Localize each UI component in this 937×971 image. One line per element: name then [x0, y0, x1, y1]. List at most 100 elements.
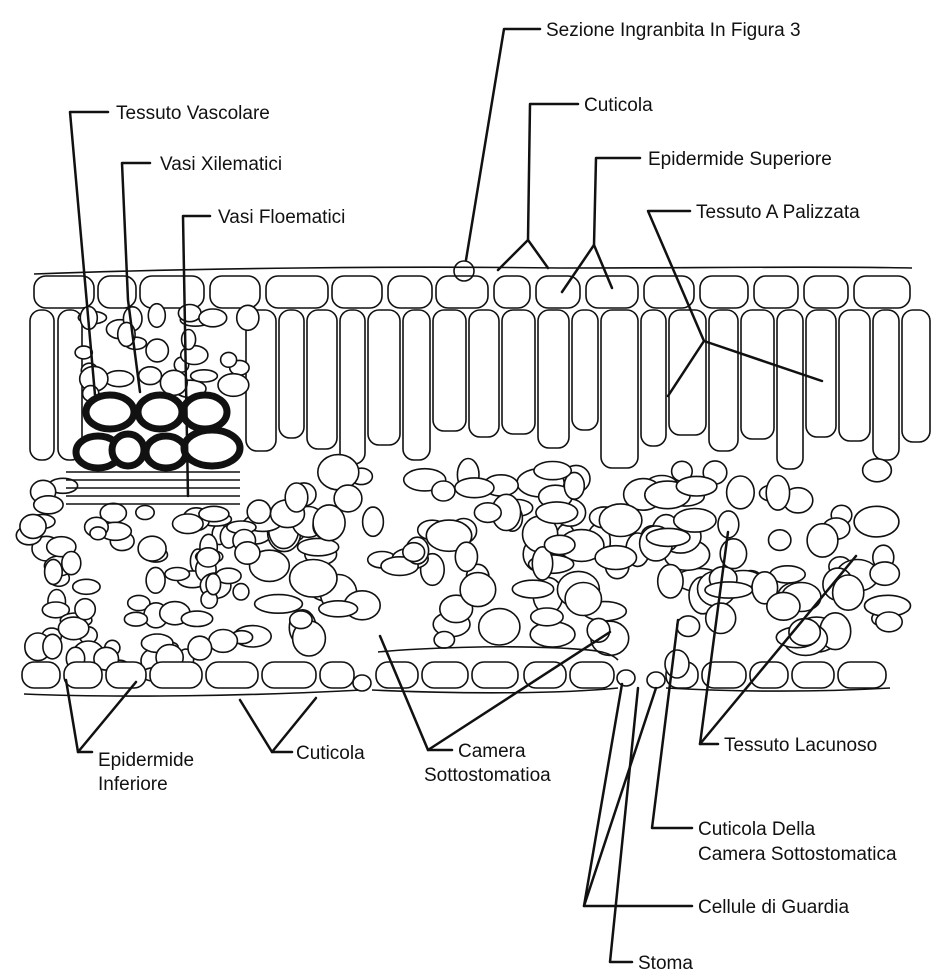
label-epidermide-inferiore-2: Inferiore	[98, 774, 168, 795]
spongy-cell	[247, 500, 270, 523]
spongy-cell	[34, 496, 63, 514]
spongy-cell	[512, 580, 553, 598]
label-tessuto-vascolare: Tessuto Vascolare	[116, 103, 270, 124]
lower-epidermis-cell	[206, 662, 258, 688]
vascular-cell	[62, 552, 81, 575]
vascular-cell	[75, 599, 95, 620]
label-camera-1: Camera	[458, 741, 526, 762]
spongy-cell	[455, 478, 494, 498]
vascular-cell	[146, 339, 168, 362]
epidermis-cell	[98, 276, 136, 308]
epidermis-cell	[210, 276, 260, 308]
leader-epidermide-sup	[562, 158, 640, 292]
spongy-cell	[255, 595, 303, 614]
spongy-cell	[565, 583, 601, 616]
spongy-cell	[854, 506, 899, 537]
palisade-cell	[641, 310, 666, 446]
palisade-cell	[538, 310, 569, 448]
xylem-vessels	[76, 395, 240, 468]
lower-epidermis-cell	[838, 662, 886, 688]
vascular-cell	[199, 309, 227, 327]
vascular-cell	[221, 352, 237, 367]
palisade-cell	[58, 310, 82, 460]
vascular-cell	[146, 567, 165, 593]
palisade-cell	[433, 310, 466, 431]
spongy-cell	[319, 601, 358, 617]
label-epidermide-inferiore-1: Epidermide	[98, 750, 194, 771]
vascular-cell	[138, 536, 166, 561]
vascular-cell	[124, 612, 147, 626]
label-cuticola-superiore: Cuticola	[584, 95, 653, 116]
vascular-cell	[178, 305, 201, 322]
label-sezione: Sezione Ingranbita In Figura 3	[546, 20, 801, 41]
vascular-cell	[148, 304, 165, 328]
palisade-cell	[839, 310, 870, 441]
epidermis-cell	[388, 276, 432, 308]
lower-epidermis-cell	[472, 662, 518, 688]
spongy-cell	[318, 455, 359, 490]
label-cuticola-inferiore: Cuticola	[296, 743, 365, 764]
spongy-cell	[45, 559, 63, 584]
leader-cellule-guardia	[584, 684, 692, 906]
spongy-cell	[536, 502, 578, 524]
label-epidermide-superiore: Epidermide Superiore	[648, 149, 832, 170]
palisade-cell	[307, 310, 337, 449]
spongy-cell	[363, 507, 384, 536]
spongy-cell	[769, 530, 791, 551]
spongy-cell	[43, 634, 62, 659]
palisade-cell	[469, 310, 499, 437]
vascular-cell	[182, 330, 196, 350]
vascular-cell	[209, 630, 238, 653]
palisade-cell	[403, 310, 430, 460]
lower-epidermis-cell	[320, 662, 354, 688]
vascular-cell	[90, 527, 106, 540]
lower-epidermis-cell	[792, 662, 834, 688]
lower-epidermis-cell	[150, 662, 202, 688]
palisade-cell	[502, 310, 535, 434]
spongy-cell	[403, 543, 425, 562]
vascular-cell	[73, 579, 100, 594]
spongy-cell	[20, 514, 46, 538]
spongy-cell	[290, 560, 337, 598]
vascular-cell	[58, 617, 88, 640]
palisade-cell	[669, 310, 706, 435]
palisade-cell	[30, 310, 54, 460]
palisade-cell	[873, 310, 899, 460]
vascular-cell	[197, 548, 220, 567]
spongy-cell	[674, 509, 716, 533]
spongy-cell	[432, 481, 455, 501]
palisade-cell	[340, 310, 365, 464]
spongy-cell	[658, 565, 683, 598]
label-vasi-floematici: Vasi Floematici	[218, 207, 345, 228]
vascular-cell	[105, 371, 134, 387]
spongy-cell	[285, 483, 308, 512]
vascular-cell	[160, 370, 187, 395]
lower-epidermis-cell	[106, 662, 146, 688]
vascular-cell	[206, 574, 221, 595]
spongy-cell	[544, 535, 575, 554]
epidermis-cell	[804, 276, 848, 308]
epidermis-cell	[754, 276, 798, 308]
vascular-cell	[165, 568, 190, 581]
epidermis-cell	[494, 276, 530, 308]
palisade-cell	[368, 310, 400, 445]
spongy-cell	[863, 459, 892, 482]
label-camera-2: Sottostomatioa	[424, 765, 551, 786]
spongy-cell	[870, 562, 899, 585]
label-cuticola-camera-2: Camera Sottostomatica	[698, 844, 897, 865]
spongy-cell	[460, 573, 496, 607]
vascular-cell	[233, 584, 249, 600]
spongy-cell	[807, 524, 838, 557]
vascular-cell	[139, 367, 162, 385]
upper-epidermis	[34, 276, 910, 308]
epidermis-cell	[266, 276, 328, 308]
palisade-cell	[601, 310, 638, 468]
palisade-cell	[777, 310, 803, 469]
epidermis-cell	[700, 276, 748, 308]
vascular-cell	[191, 370, 218, 382]
spongy-cell	[705, 582, 752, 598]
epidermis-cell	[854, 276, 910, 308]
spongy-cell	[706, 603, 736, 633]
palisade-cell	[741, 310, 774, 439]
